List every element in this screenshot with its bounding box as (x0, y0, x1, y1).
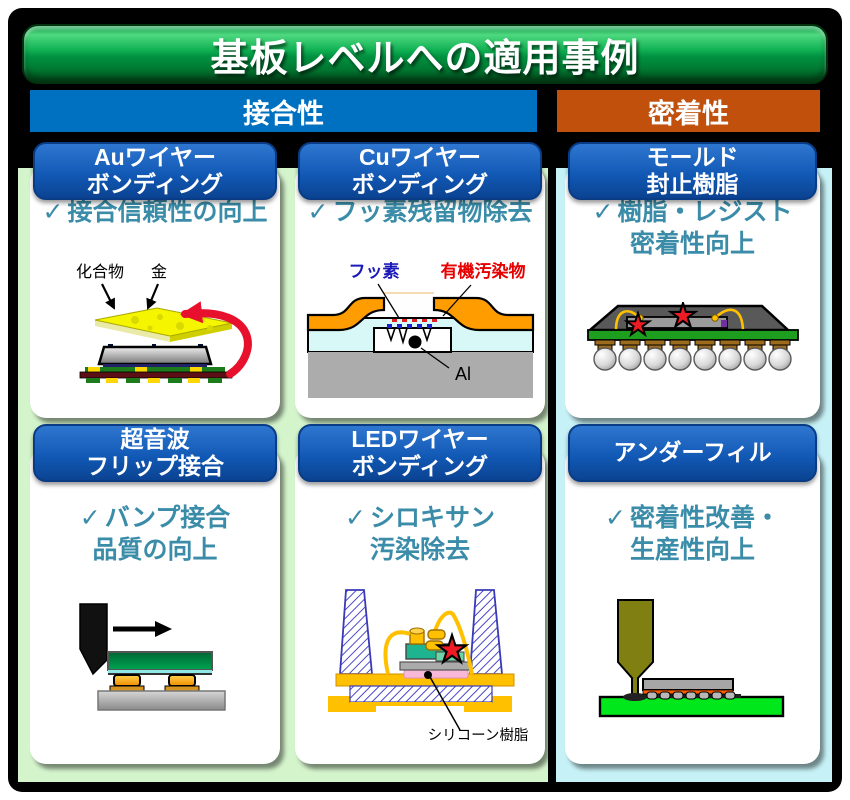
silicone-label: シリコーン樹脂 (428, 727, 529, 744)
stage (97, 690, 226, 711)
aluminum-label: Al (455, 364, 471, 384)
organic-residue-dots (391, 319, 437, 322)
card-body: ✓密着性改善・ 生産性向上 (565, 448, 820, 764)
card-led-wire-bonding: ✓シロキサン 汚染除去 (295, 424, 545, 764)
section-bonding-label: 接合性 (243, 98, 324, 129)
organic-label: 有機汚染物 (440, 261, 525, 281)
star-icon (434, 631, 470, 665)
check-label-line2: 生産性向上 (629, 536, 755, 564)
underfill-diagram (598, 599, 784, 718)
card-body: ✓フッ素残留物除去 (295, 166, 545, 418)
check-label-line2: 品質の向上 (92, 536, 218, 564)
check-text: ✓シロキサン 汚染除去 (345, 502, 495, 566)
card-header: Cuワイヤー ボンディング (298, 142, 542, 200)
page-title: 基板レベルへの適用事例 (22, 24, 828, 84)
check-label-line2: 汚染除去 (369, 536, 470, 564)
card-title-line1: Cuワイヤー (359, 143, 481, 170)
bumps (109, 674, 200, 692)
check-text: ✓樹脂・レジスト 密着性向上 (593, 196, 793, 260)
fluorine-label: フッ素 (348, 262, 399, 281)
check-label: 樹脂・レジスト (617, 198, 793, 226)
fluorine-residue-dots (386, 324, 432, 328)
card-body: ✓バンプ接合 品質の向上 (30, 448, 280, 764)
chip (107, 651, 213, 675)
bonding-tool (79, 603, 108, 676)
substrate-board (79, 367, 233, 383)
check-label: シロキサン (369, 504, 495, 532)
check-label: バンプ接合 (104, 504, 231, 532)
check-label: フッ素残留物除去 (332, 198, 533, 226)
card-title-line1: Auワイヤー (94, 143, 216, 170)
card-title-line1: アンダーフィル (613, 439, 772, 466)
card-mold-resin: ✓樹脂・レジスト 密着性向上 (565, 142, 820, 418)
check-icon: ✓ (42, 198, 64, 226)
check-icon: ✓ (605, 504, 626, 532)
check-text: ✓フッ素残留物除去 (308, 196, 533, 228)
check-text: ✓接合信頼性の向上 (43, 196, 268, 228)
label-arrows (101, 283, 160, 310)
check-label: 接合信頼性の向上 (67, 198, 268, 226)
ultrasonic-diagram (79, 603, 226, 711)
card-body: ✓接合信頼性の向上 化合物 金 (30, 166, 280, 418)
reflector-walls (339, 589, 503, 675)
leader-line (429, 676, 461, 731)
star-icon (667, 302, 699, 330)
solder-balls (593, 347, 792, 371)
star-icon (623, 309, 653, 338)
check-label-line2: 密着性向上 (629, 230, 755, 258)
au-wire-diagram: 化合物 金 (76, 263, 252, 383)
mold-diagram (586, 302, 799, 371)
card-title-line1: モールド (646, 143, 739, 170)
card-header: 超音波 フリップ接合 (33, 424, 277, 482)
card-header: モールド 封止樹脂 (568, 142, 817, 200)
check-icon: ✓ (592, 198, 614, 226)
card-underfill: ✓密着性改善・ 生産性向上 アンダーフィル (565, 424, 820, 764)
card-body: ✓樹脂・レジスト 密着性向上 (565, 166, 820, 418)
substrate (307, 352, 533, 398)
card-title-line1: 超音波 (120, 425, 190, 452)
passivation-layer (306, 296, 534, 332)
page-title-text: 基板レベルへの適用事例 (210, 37, 640, 80)
check-icon: ✓ (79, 504, 101, 532)
compound-label: 化合物 (76, 263, 124, 281)
check-icon: ✓ (345, 504, 366, 532)
cu-wire-diagram: フッ素 有機汚染物 Al (306, 261, 534, 398)
card-title-line1: LEDワイヤー (351, 425, 489, 452)
pads (594, 339, 791, 351)
card-title-line2: フリップ接合 (86, 453, 224, 479)
gold-label: 金 (151, 263, 167, 281)
chip (97, 344, 213, 367)
check-text: ✓密着性改善・ 生産性向上 (605, 502, 780, 566)
lead-frame (328, 673, 515, 712)
card-cu-wire-bonding: ✓フッ素残留物除去 (295, 142, 545, 418)
section-header-bonding: 接合性 (30, 90, 537, 132)
card-ultrasonic-flip: ✓バンプ接合 品質の向上 (30, 424, 280, 764)
card-header: LEDワイヤー ボンディング (298, 424, 542, 482)
card-title-line2: 封止樹脂 (646, 171, 739, 197)
wire-arrow (180, 301, 252, 378)
card-body: ✓シロキサン 汚染除去 (295, 448, 545, 764)
card-title-line2: ボンディング (351, 171, 489, 197)
leader-lines (376, 283, 471, 369)
motion-arrow-icon (113, 621, 172, 637)
bond-wires (383, 610, 474, 675)
check-icon: ✓ (307, 198, 329, 226)
card-header: Auワイヤー ボンディング (33, 142, 277, 200)
card-au-wire-bonding: ✓接合信頼性の向上 化合物 金 (30, 142, 280, 418)
substrate (587, 329, 799, 341)
al-pad (372, 327, 452, 353)
card-title-line2: ボンディング (86, 171, 224, 197)
section-adhesion-label: 密着性 (648, 98, 729, 129)
check-text: ✓バンプ接合 品質の向上 (80, 502, 230, 566)
check-label: 密着性改善・ (629, 504, 780, 532)
led-diagram: シリコーン樹脂 (328, 589, 529, 744)
bumps (645, 691, 736, 700)
card-header: アンダーフィル (568, 424, 817, 482)
section-header-adhesion: 密着性 (557, 90, 820, 132)
card-title-line2: ボンディング (351, 453, 489, 479)
